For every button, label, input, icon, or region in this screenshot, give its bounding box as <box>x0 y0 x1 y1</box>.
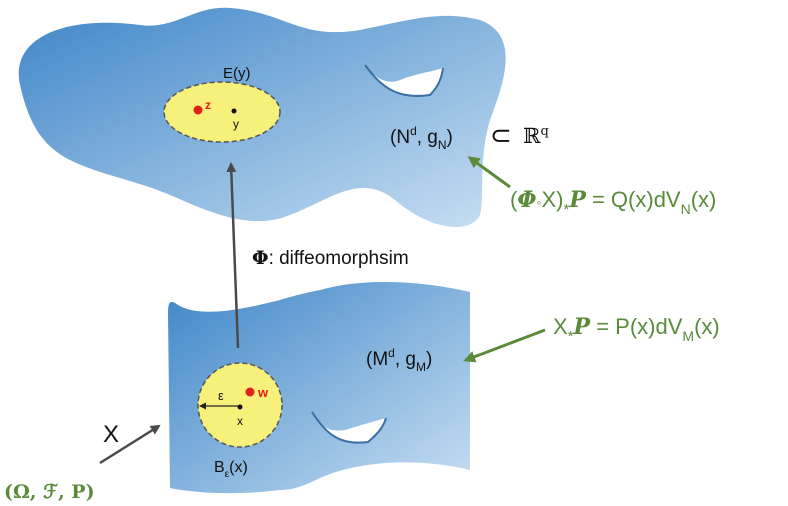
green-arrow-bottom <box>463 328 546 363</box>
ball-label: Bε(x) <box>214 459 248 480</box>
random-variable-X: X <box>103 421 119 448</box>
subset-symbol: ⊂ <box>490 120 512 150</box>
point-z <box>193 105 203 115</box>
radius-label: ε <box>218 388 224 403</box>
ellipse-E-y <box>163 81 281 143</box>
top-manifold-name: (Nd, gN) <box>390 124 453 152</box>
x-arrow <box>99 424 161 465</box>
top-manifold-hole <box>365 65 443 96</box>
ambient-space: ℝq <box>523 124 549 148</box>
phi-label: Φ: diffeomorphsim <box>252 247 409 269</box>
point-y <box>231 108 237 114</box>
pushforward-N: (Φ◦X)*P = Q(x)dVN(x) <box>510 187 716 218</box>
green-arrow-top <box>467 156 511 189</box>
point-w-label: w <box>257 385 269 400</box>
point-x <box>237 404 243 410</box>
point-z-label: z <box>205 98 211 112</box>
point-w <box>245 387 255 397</box>
ellipse-label: E(y) <box>223 65 251 82</box>
phi-arrow <box>226 162 240 349</box>
probability-space: (Ω, ℱ, P) <box>4 481 95 503</box>
pushforward-M: X*P = P(x)dVM(x) <box>553 314 720 345</box>
bottom-manifold-name: (Md, gM) <box>366 346 432 374</box>
bottom-manifold-hole <box>312 412 386 443</box>
point-y-label: y <box>233 117 239 131</box>
point-x-label: x <box>237 414 243 428</box>
